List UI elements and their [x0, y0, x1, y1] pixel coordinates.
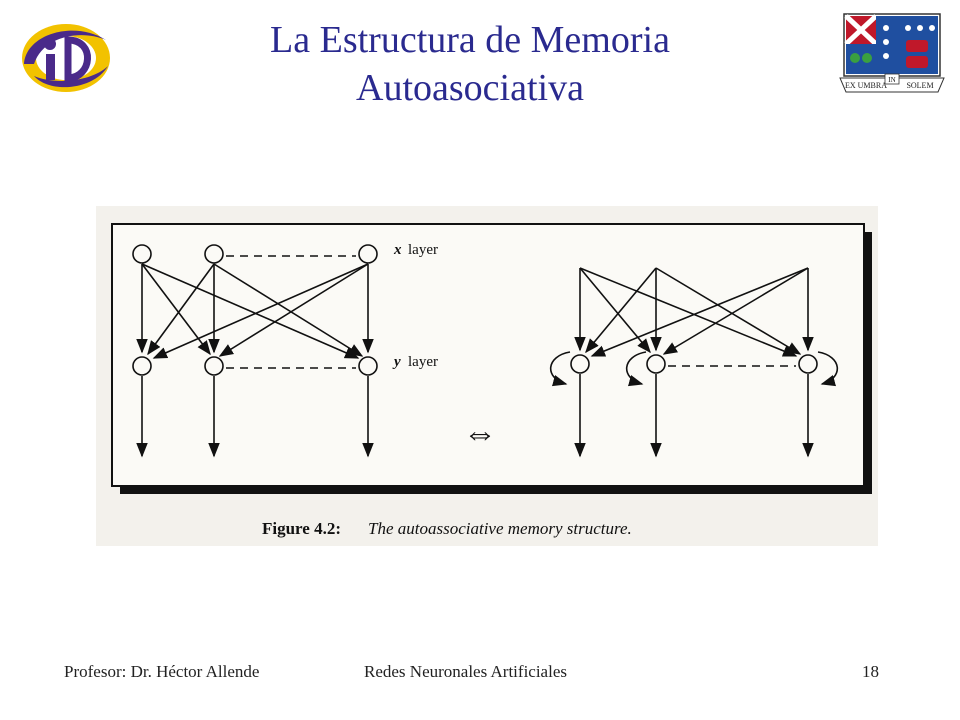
- university-logo-left: [22, 24, 110, 92]
- x-node-1: [132, 244, 152, 264]
- right-network: [549, 267, 839, 458]
- y-node-1: [132, 356, 152, 376]
- self-loop-n: [817, 351, 839, 387]
- y-node-2: [204, 356, 224, 376]
- footer-course: Redes Neuronales Artificiales: [364, 662, 567, 681]
- node-1: [570, 354, 590, 374]
- x-layer-var: x: [393, 242, 402, 258]
- figure-caption-label: Figure 4.2:: [262, 519, 341, 538]
- node-2: [646, 354, 666, 374]
- y-layer-label: layer: [408, 354, 438, 370]
- left-network: [132, 244, 378, 458]
- footer-page-number: 18: [862, 662, 879, 681]
- figure-caption-text: The autoassociative memory structure.: [368, 519, 632, 538]
- diagram-frame: [111, 223, 865, 487]
- motto-right: SOLEM: [906, 81, 933, 90]
- slide-title-line2: Autoasociativa: [356, 67, 584, 109]
- autoassociative-memory-figure: x layer y layer ⇔ Figure 4.2: The autoas…: [96, 206, 878, 546]
- footer-author: Profesor: Dr. Héctor Allende: [64, 662, 260, 681]
- x-node-2: [204, 244, 224, 264]
- node-n: [798, 354, 818, 374]
- y-node-n: [358, 356, 378, 376]
- motto-left: EX UMBRA: [845, 81, 887, 90]
- x-node-n: [358, 244, 378, 264]
- self-loop-2: [625, 351, 647, 387]
- university-shield-logo: EX UMBRA IN SOLEM: [839, 13, 945, 93]
- equivalence-arrow-icon: ⇔: [463, 415, 497, 452]
- slide-title-line1: La Estructura de Memoria: [270, 19, 670, 61]
- y-layer-var: y: [392, 354, 401, 370]
- x-layer-label: layer: [408, 242, 438, 258]
- motto-mid: IN: [888, 76, 895, 84]
- self-loop-1: [549, 351, 571, 387]
